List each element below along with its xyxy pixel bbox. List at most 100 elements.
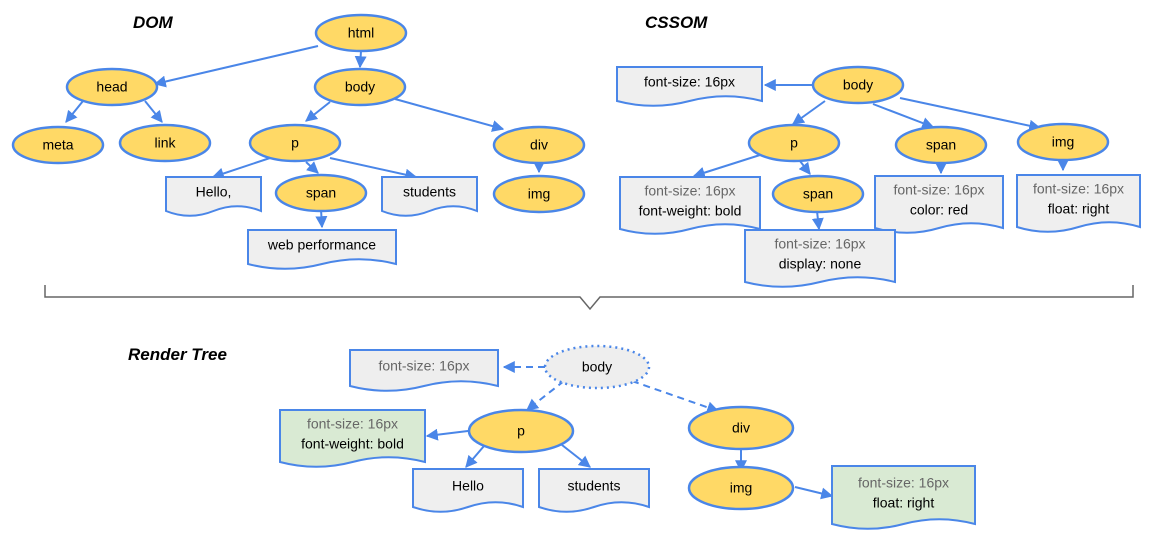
render-node-p: p — [467, 408, 575, 454]
cssom-node-span-hidden-shape — [771, 174, 865, 214]
cssom-img-style-shape — [1016, 174, 1141, 233]
dom-node-body-label: body — [345, 79, 375, 95]
cssom-img-style-line-1: font-size: 16px — [1033, 181, 1124, 197]
cssom-span-hidden-style-line-1: font-size: 16px — [774, 236, 865, 252]
cssom-node-span-label: span — [926, 137, 956, 153]
dom-text-web-performance-line-1: web performance — [267, 237, 376, 253]
dom-node-meta-label: meta — [42, 137, 73, 153]
cssom-body-style: font-size: 16px — [616, 66, 763, 107]
render-img-style-line-2: float: right — [873, 495, 935, 511]
cssom-p-style-line-2: font-weight: bold — [639, 203, 742, 219]
render-body-style-shape — [349, 349, 499, 392]
edge-head-link — [144, 100, 163, 123]
cssom-body-style-line-1: font-size: 16px — [644, 74, 735, 90]
render-text-hello-line-1: Hello — [452, 478, 484, 494]
cssom-p-style-line-1: font-size: 16px — [644, 183, 735, 199]
cssom-span-hidden-style: font-size: 16px display: none — [744, 229, 896, 288]
dom-text-hello-shape — [165, 176, 262, 217]
dom-node-html-shape — [314, 13, 408, 53]
edge-render-img-style — [794, 486, 834, 500]
edge-cssom-spanb-style — [811, 210, 824, 231]
cssom-span-hidden-style-shape — [744, 229, 896, 288]
render-p-style-line-1: font-size: 16px — [307, 416, 398, 432]
render-node-body-label: body — [582, 359, 612, 375]
render-node-p-shape — [467, 408, 575, 454]
dom-node-div: div — [492, 125, 586, 165]
render-p-style: font-size: 16px font-weight: bold — [279, 409, 426, 468]
edge-head-meta — [65, 100, 84, 123]
dom-text-students: students — [381, 176, 478, 217]
cssom-node-span-hidden-label: span — [803, 186, 833, 202]
dom-node-p: p — [248, 123, 342, 163]
edge-p-students — [329, 157, 418, 181]
render-p-style-shape — [279, 409, 426, 468]
render-img-style-shape — [831, 465, 976, 530]
edge-p-span — [305, 161, 319, 174]
render-node-div-shape — [687, 405, 795, 451]
grouping-brace — [44, 285, 1134, 311]
render-body-style-line-1: font-size: 16px — [378, 358, 469, 374]
cssom-span-style-line-2: color: red — [910, 202, 968, 218]
edge-body-p — [305, 101, 331, 122]
cssom-node-span-hidden: span — [771, 174, 865, 214]
render-text-hello-shape — [412, 468, 524, 513]
render-p-style-line-2: font-weight: bold — [301, 436, 404, 452]
edge-render-p-students — [561, 444, 591, 468]
dom-text-web-performance: web performance — [247, 229, 397, 270]
dom-node-span-label: span — [306, 185, 336, 201]
dom-node-meta: meta — [11, 125, 105, 165]
dom-node-img-shape — [492, 174, 586, 214]
dom-section-title: DOM — [133, 13, 174, 32]
dom-node-link-label: link — [154, 135, 176, 151]
cssom-node-p-label: p — [790, 135, 798, 151]
dom-text-hello-line-1: Hello, — [196, 184, 232, 200]
dom-node-link-shape — [118, 123, 212, 163]
dom-text-hello: Hello, — [165, 176, 262, 217]
render-node-img-shape — [687, 465, 795, 511]
dom-text-students-shape — [381, 176, 478, 217]
render-node-img-label: img — [730, 480, 753, 496]
render-text-students-line-1: students — [568, 478, 621, 494]
render-node-div-label: div — [732, 420, 750, 436]
render-node-body-shape — [543, 344, 651, 390]
dom-node-meta-shape — [11, 125, 105, 165]
dom-node-div-shape — [492, 125, 586, 165]
dom-node-span-shape — [274, 173, 368, 213]
dom-node-div-label: div — [530, 137, 548, 153]
dom-node-img: img — [492, 174, 586, 214]
cssom-node-span-shape — [894, 125, 988, 165]
dom-node-head-label: head — [96, 79, 127, 95]
dom-node-p-label: p — [291, 135, 299, 151]
render-tree-section-title: Render Tree — [128, 345, 227, 364]
dom-text-web-performance-shape — [247, 229, 397, 270]
dom-node-head-shape — [65, 67, 159, 107]
edge-cssom-body-p — [792, 100, 826, 125]
cssom-node-img-label: img — [1052, 134, 1075, 150]
dom-node-p-shape — [248, 123, 342, 163]
dom-node-link: link — [118, 123, 212, 163]
cssom-img-style: font-size: 16px float: right — [1016, 174, 1141, 233]
edge-cssom-body-img — [899, 97, 1042, 132]
render-text-students: students — [538, 468, 650, 513]
render-body-style: font-size: 16px — [349, 349, 499, 392]
cssom-body-style-shape — [616, 66, 763, 107]
dom-node-span: span — [274, 173, 368, 213]
edge-body-div — [394, 98, 505, 132]
cssom-img-style-line-2: float: right — [1048, 201, 1110, 217]
cssom-node-p: p — [747, 123, 841, 163]
edge-cssom-p-span — [798, 160, 811, 175]
render-text-students-shape — [538, 468, 650, 513]
cssom-p-style-shape — [619, 176, 761, 235]
edge-p-hello — [211, 157, 271, 180]
render-text-hello: Hello — [412, 468, 524, 513]
dom-node-head: head — [65, 67, 159, 107]
render-node-div: div — [687, 405, 795, 451]
cssom-span-hidden-style-line-2: display: none — [779, 256, 862, 272]
edge-render-body-p — [526, 380, 565, 411]
dom-node-body-shape — [313, 67, 407, 107]
cssom-node-body: body — [811, 65, 905, 105]
